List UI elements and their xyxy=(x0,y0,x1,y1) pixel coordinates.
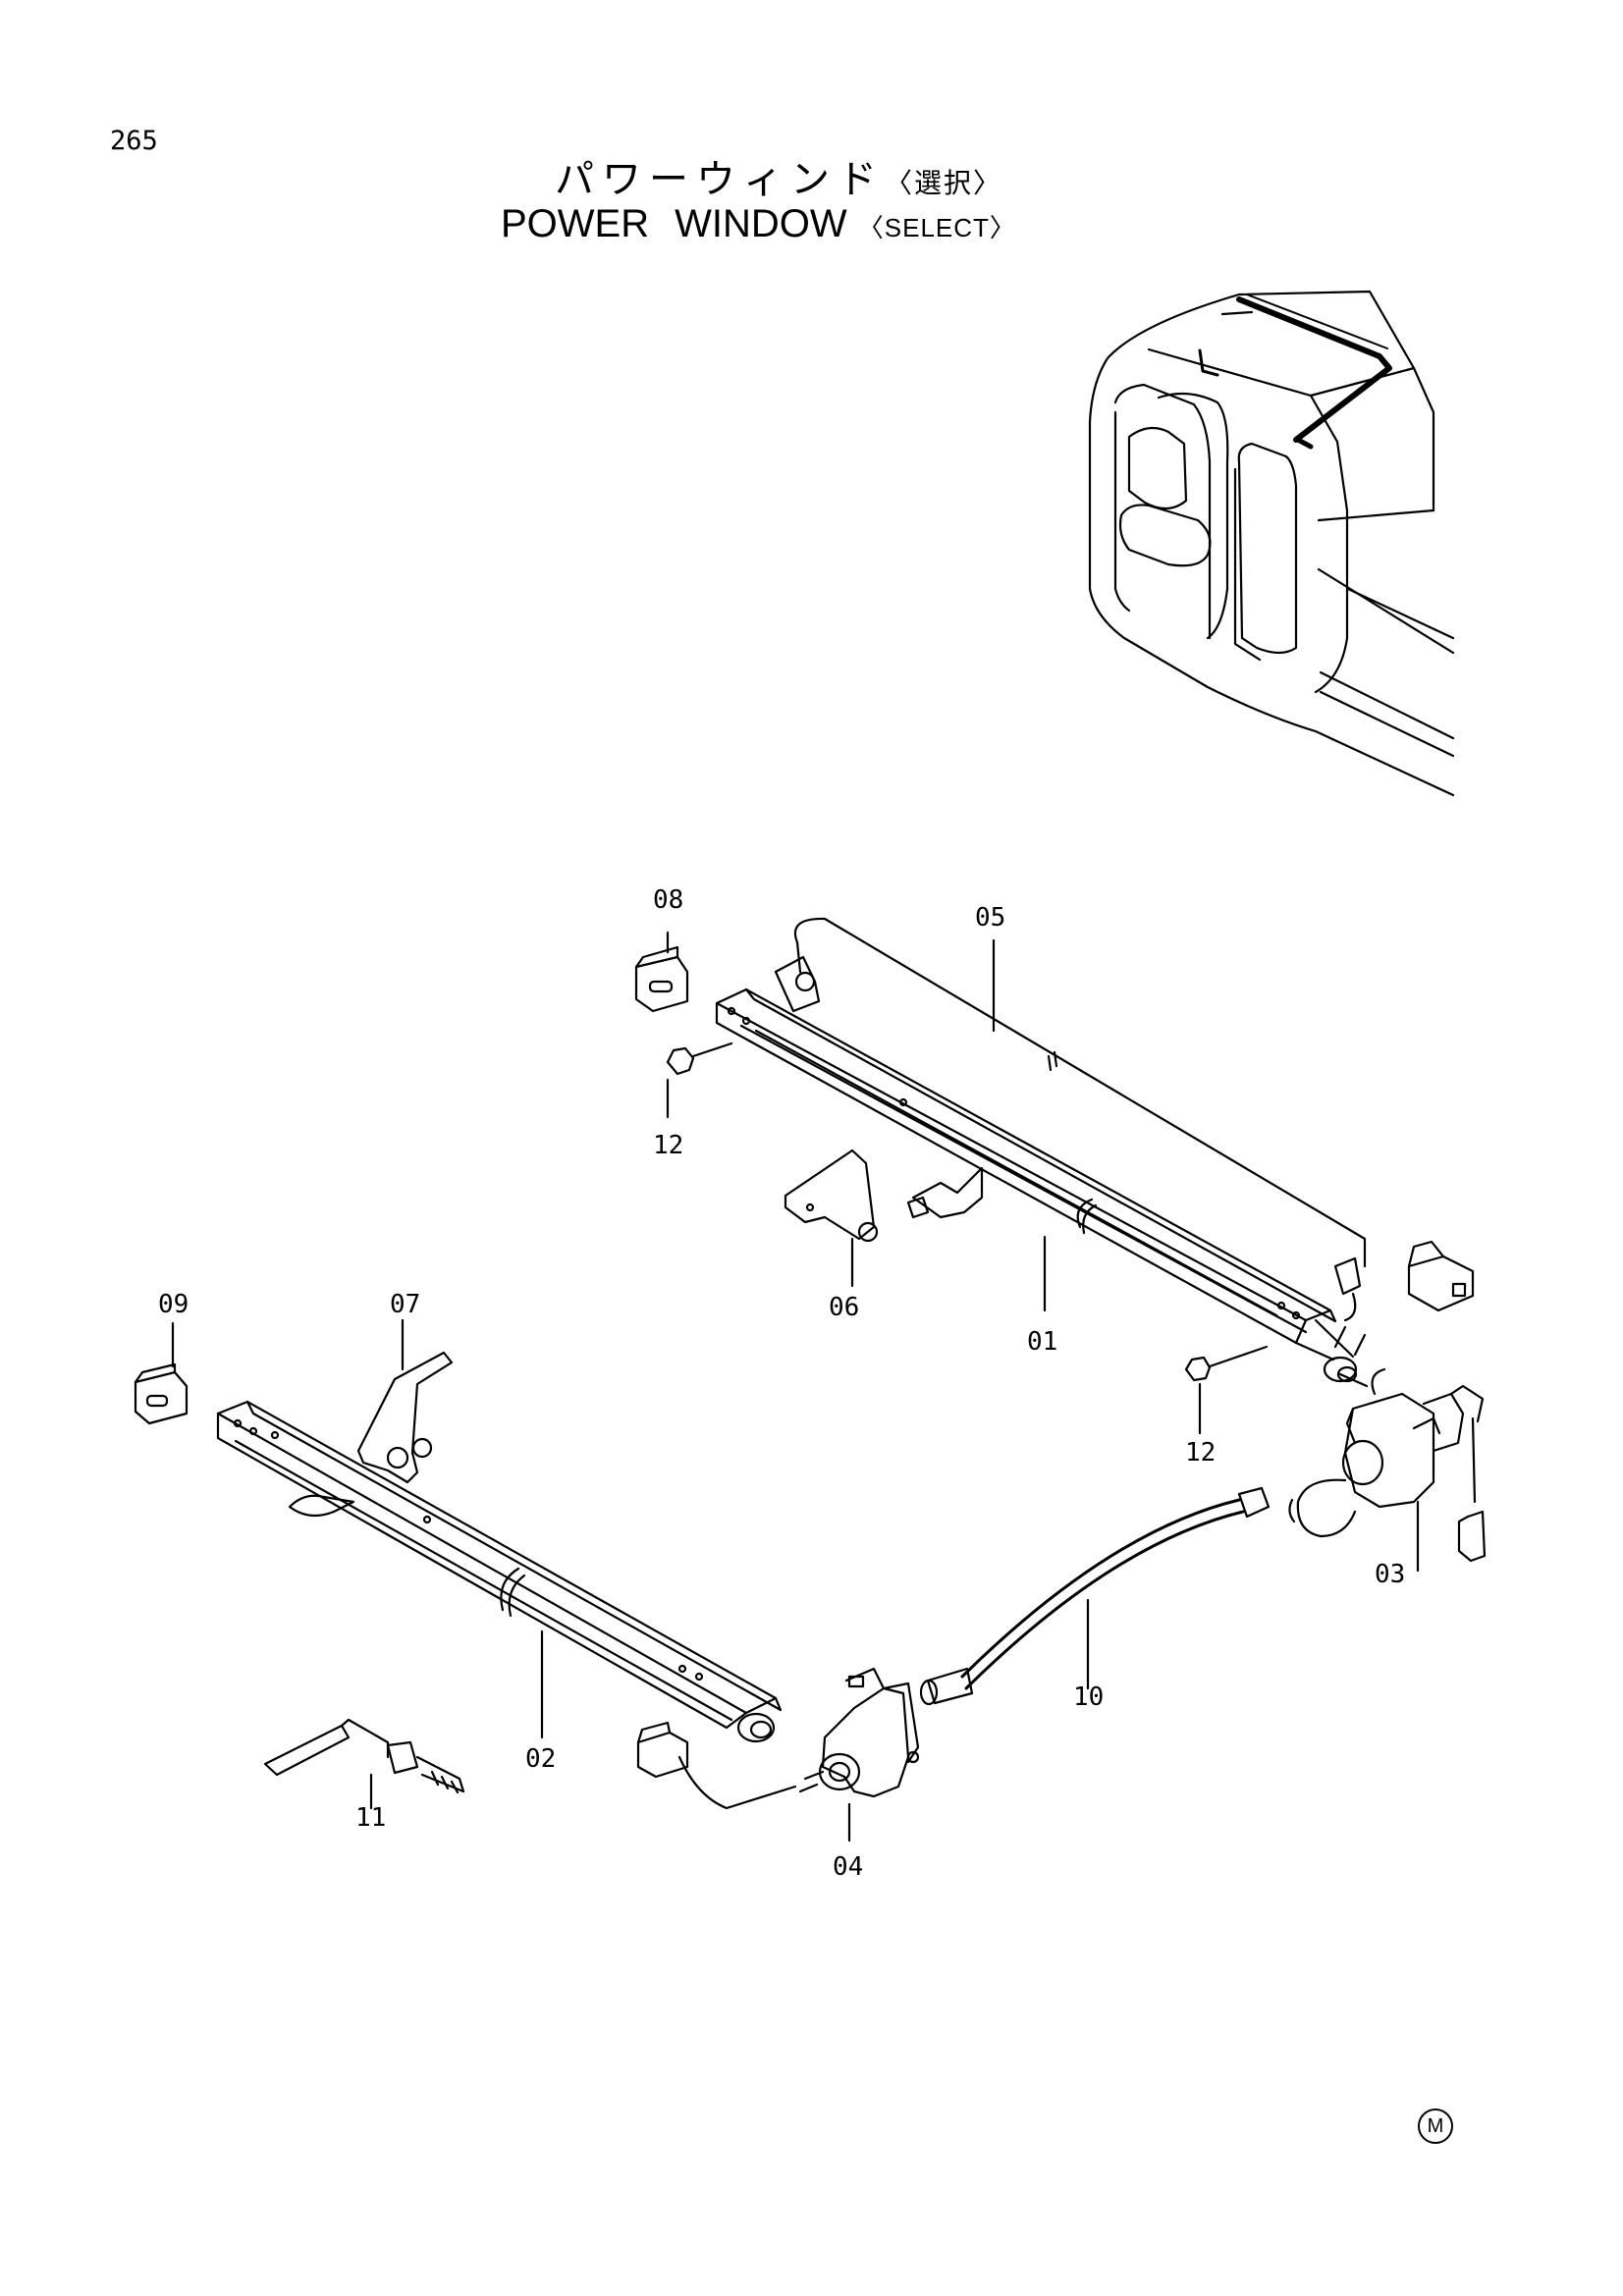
title-english-note: 〈SELECT〉 xyxy=(857,213,1016,242)
label-10: 10 xyxy=(1073,1682,1104,1712)
label-06: 06 xyxy=(829,1293,859,1322)
label-07: 07 xyxy=(390,1290,420,1319)
label-12-lower: 12 xyxy=(1185,1438,1216,1468)
motor-assembly-03 xyxy=(1288,1367,1487,1573)
bracket-07 xyxy=(356,1318,454,1484)
bracket-09 xyxy=(134,1321,189,1425)
title-japanese-text: パワーウィンド xyxy=(555,157,885,202)
label-03: 03 xyxy=(1375,1560,1405,1589)
upper-rail-assembly xyxy=(666,917,1475,1383)
title-japanese-note: 〈選択〉 xyxy=(885,167,1003,199)
label-09: 09 xyxy=(158,1290,189,1319)
bracket-08 xyxy=(634,931,689,1013)
label-11: 11 xyxy=(355,1803,386,1833)
label-02: 02 xyxy=(525,1744,556,1774)
label-08: 08 xyxy=(653,885,683,915)
label-01: 01 xyxy=(1027,1327,1057,1357)
title-japanese: パワーウィンド〈選択〉 xyxy=(555,147,1002,204)
lower-rail-02 xyxy=(216,1400,783,1743)
label-12-upper: 12 xyxy=(653,1131,683,1160)
cable-10 xyxy=(919,1486,1271,1706)
crank-handle-11 xyxy=(263,1718,465,1810)
cab-overview-illustration xyxy=(1088,290,1455,797)
title-english: POWER WINDOW 〈SELECT〉 xyxy=(501,202,1016,246)
title-english-word-1: POWER xyxy=(501,202,650,245)
title-english-word-2: WINDOW xyxy=(675,202,847,245)
m-mark: M xyxy=(1418,2109,1453,2144)
leader-lines xyxy=(666,938,1202,1435)
regulator-04 xyxy=(636,1667,920,1842)
label-04: 04 xyxy=(833,1852,863,1882)
label-05: 05 xyxy=(975,903,1005,933)
part-labels: 01 02 03 04 05 06 07 08 09 10 11 12 12 xyxy=(158,885,1405,1882)
page-number: 265 xyxy=(110,126,158,156)
